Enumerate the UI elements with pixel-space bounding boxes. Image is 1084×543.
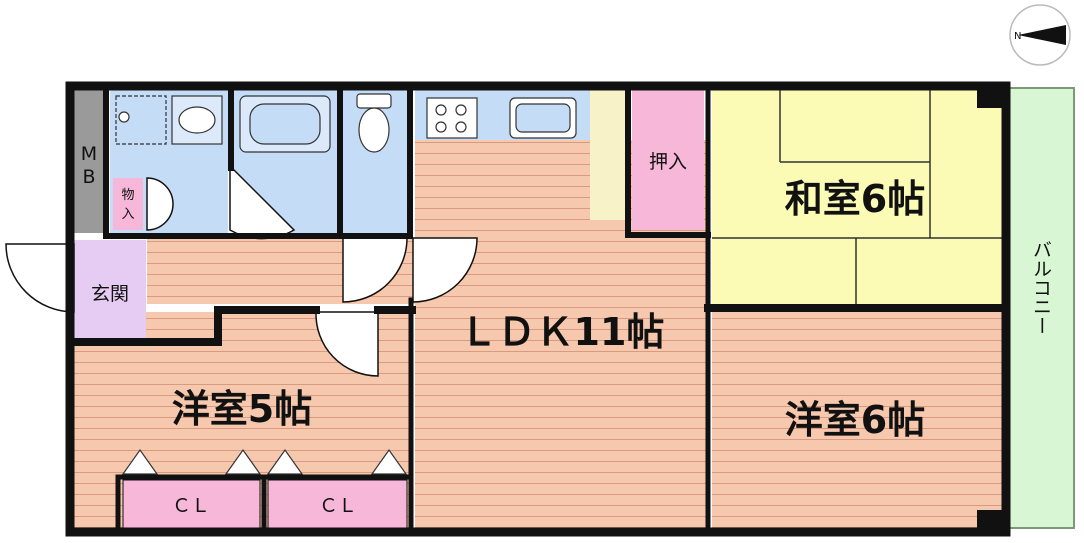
closet-1-label: ＣＬ (172, 495, 210, 517)
genkan (74, 240, 146, 338)
mono (113, 178, 143, 230)
washitsu-floor (712, 90, 1002, 304)
closet-2 (267, 479, 408, 529)
kitchen-counter (590, 90, 626, 220)
balcony (1007, 87, 1075, 529)
mono-label-2: 入 (121, 207, 134, 222)
toilet-icon (356, 93, 392, 109)
svg-text:N: N (1014, 31, 1021, 42)
tatami-lines (712, 90, 1002, 304)
mb-label-m: M (81, 143, 97, 165)
oshiire-label: 押入 (649, 151, 687, 173)
ldk-door (412, 237, 478, 303)
mono-door (146, 177, 174, 231)
stove-icon (426, 97, 478, 139)
youshitsu-left-door (315, 311, 379, 377)
ldk-label: ＬＤＫ11帖 (460, 310, 665, 354)
mb-label-b: B (82, 166, 95, 188)
doors (5, 164, 478, 377)
closet-doors (121, 448, 408, 475)
youshitsu-left-label: 洋室5帖 (172, 387, 312, 431)
closet-2-label: ＣＬ (319, 495, 357, 517)
youshitsu-right-label: 洋室6帖 (785, 398, 925, 442)
walls (65, 81, 1011, 537)
mb (74, 90, 104, 233)
pillars (977, 86, 1007, 532)
balcony-label: バルコニー (1030, 240, 1052, 335)
washitsu-label: 和室6帖 (785, 177, 925, 221)
closet-1 (122, 479, 261, 529)
entrance-door (5, 243, 75, 313)
genkan-label: 玄関 (91, 283, 129, 305)
fixtures (115, 93, 577, 153)
oshiire (632, 90, 704, 230)
toilet-door (342, 237, 408, 303)
mono-label-1: 物 (121, 188, 134, 203)
youshitsu-right-floor (712, 312, 1002, 528)
compass-icon: N (1009, 4, 1071, 66)
